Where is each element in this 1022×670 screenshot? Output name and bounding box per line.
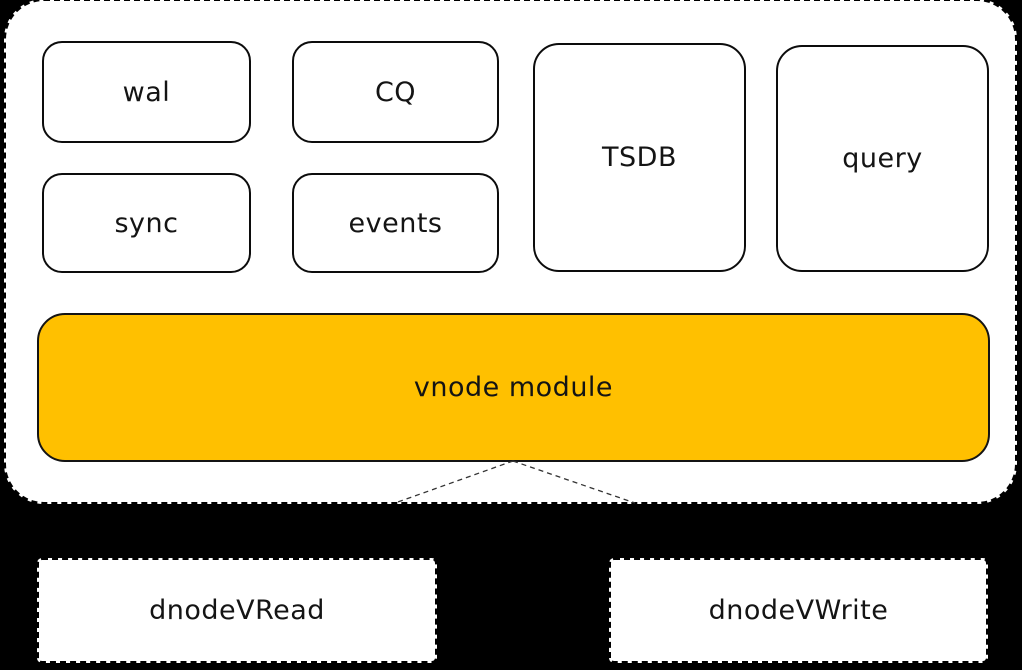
queue-label-dnodevwrite: dnodeVWrite: [708, 595, 889, 626]
module-box-wal: wal: [42, 41, 251, 143]
module-label-sync: sync: [114, 207, 179, 239]
module-box-sync: sync: [42, 173, 251, 273]
module-label-wal: wal: [122, 76, 171, 108]
vnode-module-bar: vnode module: [37, 313, 990, 462]
module-box-cq: CQ: [292, 41, 499, 143]
module-box-events: events: [292, 173, 499, 273]
module-label-tsdb: TSDB: [602, 142, 677, 173]
queue-label-dnodevread: dnodeVRead: [149, 595, 325, 626]
module-label-query: query: [842, 143, 923, 174]
module-label-cq: CQ: [374, 76, 417, 108]
module-label-events: events: [348, 207, 443, 239]
module-box-query: query: [776, 45, 989, 272]
queue-box-dnodevwrite: dnodeVWrite: [609, 558, 988, 663]
module-box-tsdb: TSDB: [533, 43, 746, 272]
vnode-module-label: vnode module: [413, 372, 614, 403]
queue-box-dnodevread: dnodeVRead: [37, 558, 437, 663]
